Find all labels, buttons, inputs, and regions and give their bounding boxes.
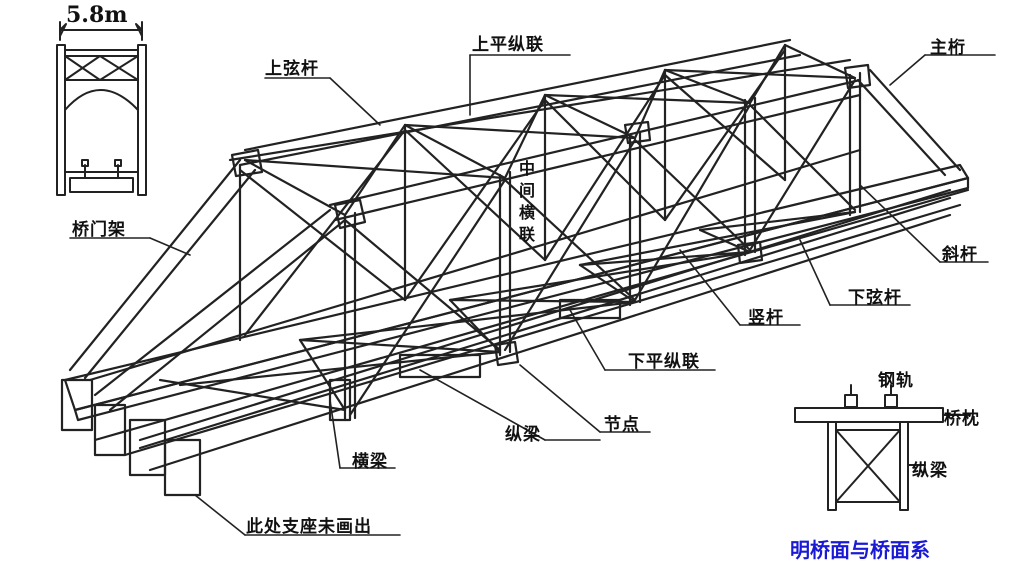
leader-lines bbox=[69, 54, 996, 536]
label-lower-lateral-bracing: 下平纵联 bbox=[628, 352, 700, 372]
label-rail: 钢轨 bbox=[878, 371, 914, 391]
label-vertical: 竖杆 bbox=[748, 308, 784, 328]
main-truss bbox=[60, 38, 970, 497]
label-bottom-chord: 下弦杆 bbox=[848, 288, 902, 308]
label-middle-cross-frame: 中间横联 bbox=[518, 159, 535, 244]
figure-caption: 明桥面与桥面系 bbox=[790, 538, 930, 562]
label-stringer: 纵梁 bbox=[505, 425, 541, 445]
label-stringer-detail: 纵梁 bbox=[912, 461, 948, 481]
inset-width-label: 5.8m bbox=[66, 2, 128, 28]
label-node: 节点 bbox=[604, 415, 640, 435]
label-top-chord: 上弦杆 bbox=[265, 59, 319, 79]
cross-section-inset bbox=[56, 21, 147, 196]
label-diagonal: 斜杆 bbox=[942, 245, 978, 265]
label-floor-beam: 横梁 bbox=[352, 452, 388, 472]
label-upper-lateral-bracing: 上平纵联 bbox=[472, 35, 544, 55]
label-bearing-note: 此处支座未画出 bbox=[246, 517, 372, 537]
open-deck-detail bbox=[794, 384, 971, 511]
label-portal-frame: 桥门架 bbox=[72, 220, 126, 240]
label-main-truss: 主桁 bbox=[930, 38, 966, 58]
label-sleeper: 桥枕 bbox=[944, 409, 980, 429]
